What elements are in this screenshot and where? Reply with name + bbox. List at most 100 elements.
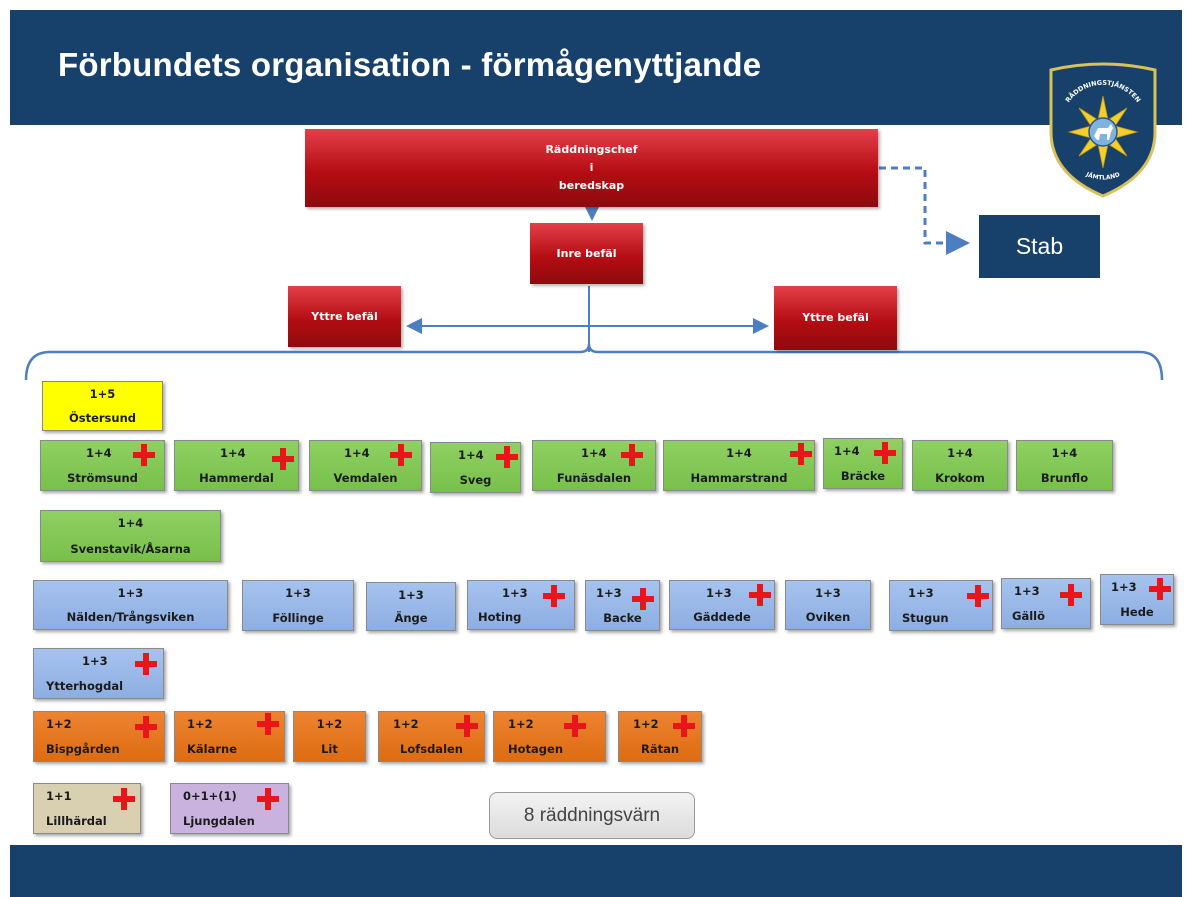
red-cross-icon <box>272 448 294 470</box>
unit-name: Rätan <box>640 742 680 756</box>
red-cross-icon <box>113 788 135 810</box>
unit-capacity: 1+4 <box>947 446 973 460</box>
unit-capacity: 1+3 <box>706 586 732 600</box>
red-cross-icon <box>1060 584 1082 606</box>
unit-name: Oviken <box>805 610 851 624</box>
unit-name: Lillhärdal <box>46 814 107 828</box>
unit-kalarne: 1+2 Kälarne <box>174 711 285 762</box>
volunteer-units-box: 8 räddningsvärn <box>489 792 695 839</box>
unit-name: Vemdalen <box>333 471 398 485</box>
unit-name: Kälarne <box>187 742 238 756</box>
unit-name: Gällö <box>1012 609 1045 623</box>
unit-name: Backe <box>603 611 642 625</box>
red-cross-icon <box>564 715 586 737</box>
red-cross-icon <box>390 444 412 466</box>
unit-capacity: 1+2 <box>187 717 213 731</box>
unit-capacity: 1+3 <box>502 586 528 600</box>
unit-svenstavik: 1+4 Svenstavik/Åsarna <box>40 510 221 562</box>
unit-capacity: 1+3 <box>285 586 311 600</box>
unit-capacity: 1+4 <box>344 446 370 460</box>
unit-capacity: 1+4 <box>1051 446 1078 460</box>
unit-brunflo: 1+4 Brunflo <box>1016 440 1113 491</box>
unit-capacity: 1+3 <box>1111 580 1137 594</box>
unit-capacity: 1+4 <box>220 446 246 460</box>
unit-capacity: 1+4 <box>458 448 484 462</box>
unit-capacity: 1+3 <box>596 586 622 600</box>
chief-box: Räddningschef i beredskap <box>305 129 878 207</box>
page-title: Förbundets organisation - förmågenyttjan… <box>58 46 762 83</box>
unit-capacity: 1+4 <box>86 446 112 460</box>
red-cross-icon <box>632 588 654 610</box>
inner-command-box: Inre befäl <box>530 223 643 284</box>
unit-ratan: 1+2 Rätan <box>618 711 702 762</box>
unit-hede: 1+3 Hede <box>1100 574 1174 625</box>
red-cross-icon <box>135 653 157 675</box>
unit-name: Svenstavik/Åsarna <box>70 542 191 556</box>
unit-capacity: 1+4 <box>834 444 860 458</box>
unit-capacity: 1+2 <box>508 717 534 731</box>
unit-name: Strömsund <box>67 471 138 485</box>
red-cross-icon <box>257 713 279 735</box>
unit-backe: 1+3 Backe <box>585 580 660 631</box>
unit-name: Änge <box>394 611 428 625</box>
unit-follinge: 1+3 Föllinge <box>242 580 354 631</box>
red-cross-icon <box>496 446 518 468</box>
red-cross-icon <box>749 584 771 606</box>
unit-vemdalen: 1+4 Vemdalen <box>309 440 422 491</box>
outer-command-right-box: Yttre befäl <box>774 286 897 350</box>
unit-ljungdalen: 0+1+(1) Ljungdalen <box>170 783 289 834</box>
emblem-logo: RÄDDNINGSTJÄNSTEN JÄMTLAND <box>1049 62 1157 198</box>
unit-ange: 1+3 Änge <box>366 582 456 631</box>
red-cross-icon <box>456 715 478 737</box>
outer-command-left-box: Yttre befäl <box>288 286 401 347</box>
red-cross-icon <box>543 585 565 607</box>
red-cross-icon <box>1149 578 1171 600</box>
red-cross-icon <box>133 444 155 466</box>
unit-hammerdal: 1+4 Hammerdal <box>174 440 299 491</box>
unit-name: Hede <box>1120 605 1154 619</box>
unit-name: Nälden/Trångsviken <box>66 610 195 624</box>
unit-lofsdalen: 1+2 Lofsdalen <box>378 711 485 762</box>
unit-capacity: 1+2 <box>46 717 72 731</box>
unit-name: Funäsdalen <box>556 471 632 485</box>
unit-capacity: 1+3 <box>815 586 841 600</box>
unit-lit: 1+2 Lit <box>293 711 366 762</box>
unit-hammarstrand: 1+4 Hammarstrand <box>663 440 815 491</box>
staff-box: Stab <box>979 215 1100 278</box>
unit-bispgarden: 1+2 Bispgården <box>33 711 165 762</box>
unit-lillhardal: 1+1 Lillhärdal <box>33 783 141 834</box>
red-cross-icon <box>257 788 279 810</box>
red-cross-icon <box>135 716 157 738</box>
unit-nalden: 1+3 Nälden/Trångsviken <box>33 580 228 630</box>
red-cross-icon <box>874 442 896 464</box>
units-brace <box>24 343 1164 381</box>
unit-name: Sveg <box>459 473 492 487</box>
unit-name: Hoting <box>478 610 522 624</box>
unit-bracke: 1+4 Bräcke <box>823 438 903 489</box>
unit-hotagen: 1+2 Hotagen <box>493 711 606 762</box>
unit-capacity: 1+3 <box>1014 584 1040 598</box>
unit-capacity: 1+4 <box>117 516 144 530</box>
svg-text:JÄMTLAND: JÄMTLAND <box>1084 171 1121 182</box>
red-cross-icon <box>790 443 812 465</box>
unit-funasdalen: 1+4 Funäsdalen <box>532 440 656 491</box>
footer-bar <box>10 845 1182 897</box>
emblem-text-bottom: JÄMTLAND <box>1084 171 1121 182</box>
unit-name: Hammerdal <box>199 471 274 485</box>
unit-capacity: 1+3 <box>398 588 424 602</box>
unit-name: Föllinge <box>272 611 324 625</box>
unit-name: Hotagen <box>508 742 564 756</box>
unit-gallo: 1+3 Gällö <box>1001 578 1091 629</box>
unit-name: Lit <box>321 742 338 756</box>
unit-name: Gäddede <box>693 610 751 624</box>
unit-name: Brunflo <box>1040 471 1089 485</box>
unit-oviken: 1+3 Oviken <box>785 580 871 630</box>
unit-capacity: 1+1 <box>46 789 72 803</box>
unit-capacity: 0+1+(1) <box>183 789 237 803</box>
unit-capacity: 1+3 <box>908 586 934 600</box>
unit-name: Ljungdalen <box>183 814 255 828</box>
unit-name: Bispgården <box>46 742 120 756</box>
unit-capacity: 1+2 <box>393 717 419 731</box>
unit-name: Lofsdalen <box>400 742 463 756</box>
